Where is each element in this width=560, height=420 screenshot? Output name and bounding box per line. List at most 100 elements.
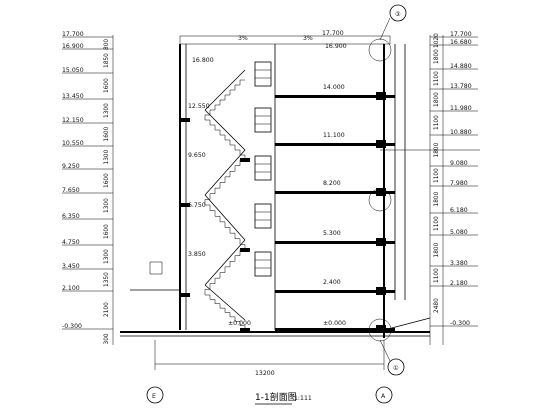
right-level-label: 5.080 (450, 229, 468, 236)
floor-slab (275, 290, 395, 293)
detail-bubble-bottom (387, 358, 405, 376)
floor-slab (275, 143, 395, 146)
detail-bubble-top (389, 4, 407, 22)
right-level-label: 2.180 (450, 280, 468, 287)
right-level-label: 14.880 (450, 63, 472, 70)
stair-flight (204, 159, 245, 205)
roof-slope-right: 3% (303, 35, 313, 42)
detail-number-top: ③ (395, 11, 401, 18)
floor-slabs (275, 92, 395, 333)
handrail (204, 149, 246, 196)
stair-window (254, 61, 272, 87)
axis-label-e: E (152, 393, 156, 400)
floor-slab (275, 241, 395, 244)
drawing-scale: 1:111 (294, 395, 312, 402)
stair-level-label: 9.650 (188, 152, 206, 159)
left-level-label: 2.100 (62, 285, 80, 292)
stair-window (254, 107, 272, 133)
stair-level-label: 3.850 (188, 251, 206, 258)
beam (376, 92, 386, 100)
beam (376, 188, 386, 196)
canopy-post (149, 261, 163, 275)
right-dimension-value: 1800 (434, 191, 440, 206)
parapet (179, 35, 391, 45)
floor-slab (275, 95, 395, 98)
stair-flight (205, 294, 246, 330)
right-level-label: 6.180 (450, 207, 468, 214)
floor-slab (275, 191, 395, 194)
left-dimension-value: 2100 (104, 302, 110, 317)
right-level-label: -0.300 (450, 320, 470, 327)
left-level-label: -0.300 (62, 323, 82, 330)
floor-level-label: 14.000 (323, 84, 345, 91)
right-dimension-value: 1800 (434, 92, 440, 107)
stair-flight (205, 119, 246, 160)
right-dimension-value: 1100 (434, 216, 440, 231)
left-level-label: 7.650 (62, 187, 80, 194)
right-dimension-value: 1100 (434, 71, 440, 86)
axis-bubble-e (146, 386, 164, 404)
right-level-label: 9.080 (450, 160, 468, 167)
left-dimension-value: 800 (104, 39, 110, 50)
axis-bubble-a (375, 386, 393, 404)
stair-landing (180, 203, 190, 207)
left-level-label: 17.700 (62, 31, 84, 38)
right-dimension-value: 1100 (434, 115, 440, 130)
right-level-label: 7.980 (450, 180, 468, 187)
ramp (383, 317, 431, 331)
detail-circle-1 (368, 38, 392, 62)
axis-label-a: A (381, 393, 386, 400)
right-level-label: 13.780 (450, 83, 472, 90)
left-level-label: 16.900 (62, 43, 84, 50)
floor-level-label: ±0.000 (228, 320, 251, 327)
left-dimension-value: 1350 (104, 272, 110, 287)
left-level-label: 15.050 (62, 67, 84, 74)
left-dimension-value: 1600 (104, 173, 110, 188)
detail-circle-3 (368, 318, 392, 342)
beam (376, 287, 386, 295)
stair-roof-level: 16.800 (192, 57, 214, 64)
roof-slab-level: 16.900 (325, 43, 347, 50)
left-level-label: 9.250 (62, 163, 80, 170)
stair-landing (180, 293, 190, 297)
roof-slope-left: 3% (238, 35, 248, 42)
handrail (204, 69, 246, 111)
stair-landing (180, 118, 190, 122)
right-dimension-value: 1100 (434, 168, 440, 183)
stair-level-label: 12.550 (188, 103, 210, 110)
beam (376, 325, 386, 333)
overall-width: 13200 (255, 370, 275, 377)
floor-slab (275, 328, 395, 331)
stair-window (254, 251, 272, 277)
roof-top-level: 17.700 (322, 30, 344, 37)
left-dimension-value: 1600 (104, 224, 110, 239)
floor-level-label: ±0.000 (323, 320, 346, 327)
right-level-label: 11.980 (450, 105, 472, 112)
stair-windows (254, 61, 272, 277)
staircase (180, 69, 250, 332)
right-dimension-value: 1100 (434, 268, 440, 283)
stair-flight (204, 79, 245, 120)
handrail (204, 109, 246, 151)
left-dimension-value: 1850 (104, 53, 110, 68)
right-level-label: 3.380 (450, 260, 468, 267)
detail-leader-top (379, 17, 391, 41)
left-level-label: 3.450 (62, 263, 80, 270)
interior-level-labels: 12.5509.6506.7503.85014.00011.1008.2005.… (188, 84, 346, 327)
detail-number-bottom: ① (393, 365, 399, 372)
right-dimension-value: 1020 (434, 33, 440, 48)
right-level-label: 10.880 (450, 129, 472, 136)
stair-flight (205, 204, 246, 250)
left-level-label: 10.550 (62, 140, 84, 147)
right-level-label: 16.680 (450, 39, 472, 46)
handrail (204, 239, 246, 286)
right-level-label: 17.700 (450, 31, 472, 38)
right-dimension-value: 1800 (434, 242, 440, 257)
left-dimension-value: 1300 (104, 149, 110, 164)
left-dimension-values: 8001850160013001600130016001300160013001… (104, 39, 110, 345)
stair-flight (204, 249, 245, 295)
left-level-label: 4.750 (62, 239, 80, 246)
left-level-label: 13.450 (62, 93, 84, 100)
